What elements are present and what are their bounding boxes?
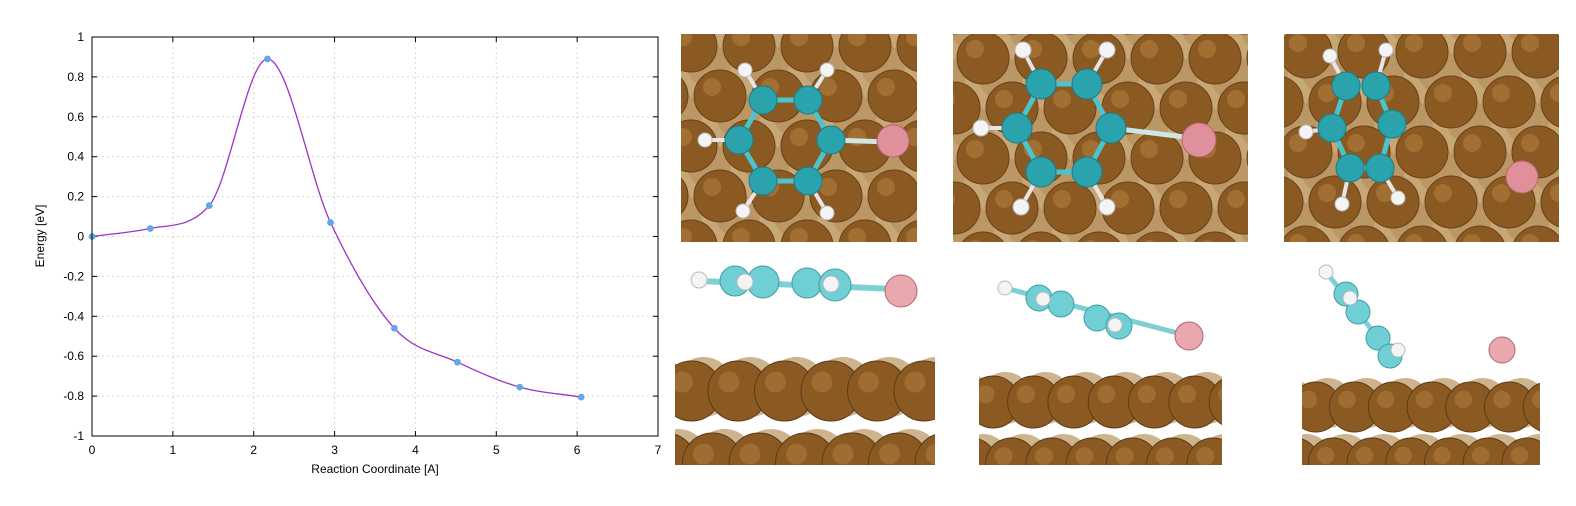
y-axis-label: Energy [eV] xyxy=(33,205,47,268)
data-point xyxy=(264,55,271,63)
y-tick-label: -0.2 xyxy=(63,269,84,283)
x-tick-label: 2 xyxy=(250,443,257,457)
x-axis-label: Reaction Coordinate [A] xyxy=(311,462,438,476)
y-tick-label: 0.2 xyxy=(67,190,84,204)
x-tick-label: 1 xyxy=(170,443,177,457)
plot-frame xyxy=(91,36,659,437)
y-tick-label: 0.6 xyxy=(67,110,84,124)
data-point xyxy=(454,358,461,366)
top-view-initial-panel xyxy=(681,34,917,242)
energy-curve xyxy=(92,58,582,398)
grid-lines xyxy=(92,37,658,436)
x-tick-label: 7 xyxy=(655,443,662,457)
y-tick-label: -0.6 xyxy=(63,349,84,363)
molecule-top-initial-image xyxy=(681,34,917,242)
data-point xyxy=(516,383,524,391)
x-tick-label: 6 xyxy=(574,443,581,457)
y-tick-label: -0.4 xyxy=(63,309,84,323)
y-tick-label: 1 xyxy=(77,30,84,44)
molecule-top-final-image xyxy=(1284,34,1559,242)
y-tick-label: -0.8 xyxy=(63,389,84,403)
y-tick-label: 0.8 xyxy=(67,70,84,84)
top-view-transition-panel xyxy=(953,34,1248,242)
data-point xyxy=(205,202,213,209)
side-view-transition-panel xyxy=(979,270,1222,465)
side-view-initial-panel xyxy=(675,255,935,465)
y-tick-label: 0 xyxy=(77,230,84,244)
axis-ticks: 0 1 2 3 4 5 6 7 -1 -0.8 -0.6 -0.4 -0.2 0 0.2 0.4 0.6 0.8 1 xyxy=(63,30,661,457)
y-tick-label: -1 xyxy=(73,429,84,443)
x-tick-label: 0 xyxy=(89,443,96,457)
x-tick-label: 5 xyxy=(493,443,500,457)
x-tick-label: 3 xyxy=(331,443,338,457)
molecule-side-final-image xyxy=(1302,264,1540,465)
x-tick-label: 4 xyxy=(412,443,419,457)
data-point xyxy=(327,219,334,226)
molecule-top-transition-image xyxy=(953,34,1248,242)
data-point xyxy=(391,324,398,332)
data-point xyxy=(577,393,585,401)
data-points xyxy=(88,55,585,401)
molecule-side-transition-image xyxy=(979,280,1222,465)
top-view-final-panel xyxy=(1284,34,1559,242)
data-point xyxy=(146,225,154,232)
side-view-final-panel xyxy=(1302,260,1540,465)
molecule-side-initial-image xyxy=(675,265,935,465)
y-tick-label: 0.4 xyxy=(67,150,84,164)
energy-profile-chart: 0 1 2 3 4 5 6 7 -1 -0.8 -0.6 -0.4 -0.2 0 0.2 0.4 0.6 0.8 1… xyxy=(33,30,662,476)
